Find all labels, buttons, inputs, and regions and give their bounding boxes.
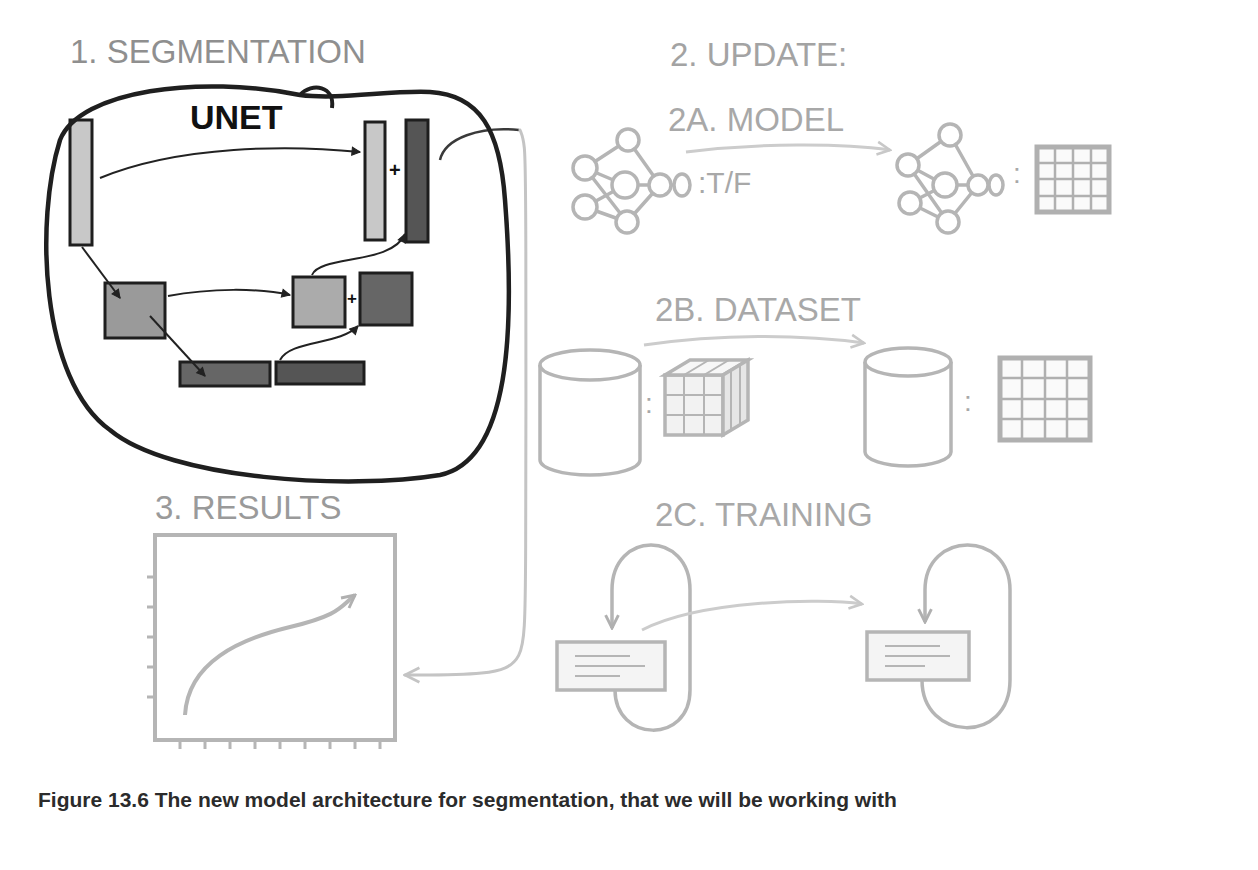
neuron xyxy=(897,154,919,176)
plus-sign: + xyxy=(389,160,401,180)
blob-outline xyxy=(46,86,509,481)
feature-bar xyxy=(276,362,364,384)
network-before xyxy=(573,129,690,233)
label-holder: : xyxy=(964,388,972,416)
skip-arrow xyxy=(168,290,290,296)
label-holder: :T/F xyxy=(698,168,751,198)
section-heading: 2C. TRAINING xyxy=(655,498,873,531)
grid-frame xyxy=(1000,358,1090,440)
step-heading: 1. SEGMENTATION xyxy=(70,35,366,68)
chart-drawing xyxy=(147,535,395,749)
grid-lines xyxy=(1000,358,1090,440)
neuron xyxy=(649,174,671,196)
separator-colon: : xyxy=(964,388,972,416)
neuron xyxy=(939,124,961,146)
cylinder-top xyxy=(540,350,640,380)
feature-bar xyxy=(70,120,92,245)
update-arrow xyxy=(686,145,890,152)
feature-bar xyxy=(365,122,385,240)
output-wire xyxy=(440,129,519,160)
up-arrow xyxy=(280,326,358,360)
feature-bar xyxy=(406,120,428,242)
neuron xyxy=(989,175,1003,195)
plus-sign: + xyxy=(347,290,357,307)
grid-frame xyxy=(1037,147,1109,212)
label-holder: 2B. DATASET xyxy=(655,293,861,326)
section-heading: 2A. MODEL xyxy=(668,103,844,136)
separator-colon: : xyxy=(1013,160,1021,188)
neuron xyxy=(573,156,597,180)
neuron xyxy=(899,192,921,214)
training-after xyxy=(867,545,1010,728)
separator-colon: : xyxy=(645,390,653,418)
cylinder-top xyxy=(865,348,951,376)
grid-lines xyxy=(1037,147,1109,212)
pen-curl xyxy=(300,88,332,108)
label-holder: : xyxy=(1013,160,1021,188)
network-after xyxy=(897,124,1003,233)
neuron xyxy=(616,211,638,233)
training-before xyxy=(557,545,690,730)
cube-side xyxy=(723,360,748,435)
neuron xyxy=(617,129,639,151)
neuron xyxy=(612,172,638,198)
grid-output xyxy=(1037,147,1109,212)
unet-arrows xyxy=(82,129,519,376)
results-chart: 3. RESULTS xyxy=(150,487,405,745)
network-links xyxy=(585,140,680,222)
dataset-after xyxy=(865,348,1090,466)
section-heading: 2B. DATASET xyxy=(655,293,861,326)
code-lines xyxy=(885,646,950,666)
unet-drawing xyxy=(70,120,428,386)
label-holder: + xyxy=(389,160,401,181)
label-holder: : xyxy=(645,390,653,418)
neuron xyxy=(933,173,957,197)
label-holder: 2C. TRAINING xyxy=(655,498,873,531)
axis-ticks xyxy=(147,577,380,749)
trend-curve xyxy=(185,595,355,715)
code-lines xyxy=(575,656,645,676)
dataset-before xyxy=(540,350,748,475)
up-arrow xyxy=(312,234,405,275)
feature-bar xyxy=(180,362,270,386)
label-holder: 2. UPDATE: xyxy=(670,38,847,71)
training-loop xyxy=(612,545,690,730)
label-holder: + xyxy=(347,290,357,308)
neuron xyxy=(573,195,597,219)
feature-block xyxy=(293,277,345,327)
chart-frame xyxy=(155,535,395,740)
output-label: :T/F xyxy=(698,168,751,198)
code-box xyxy=(557,642,665,690)
update-arrow xyxy=(644,336,864,345)
cube-front xyxy=(665,375,723,435)
neuron xyxy=(968,175,988,195)
figure-caption: Figure 13.6 The new model architecture f… xyxy=(38,787,897,812)
segmentation-region: 1. SEGMENTATION UNET xyxy=(30,30,520,500)
model-name: UNET xyxy=(190,100,283,134)
update-arrow xyxy=(642,601,862,630)
down-arrow xyxy=(82,247,120,298)
down-arrow xyxy=(150,316,205,376)
node-outline xyxy=(150,487,405,745)
cube-grid xyxy=(665,360,740,435)
code-box xyxy=(867,632,969,680)
section-heading: 2. UPDATE: xyxy=(670,38,847,71)
neuron xyxy=(674,174,690,196)
neuron xyxy=(937,211,959,233)
skip-arrow xyxy=(100,148,360,178)
label-holder: 2A. MODEL xyxy=(668,103,844,136)
feature-block xyxy=(360,273,412,325)
step-heading: 3. RESULTS xyxy=(155,491,341,524)
